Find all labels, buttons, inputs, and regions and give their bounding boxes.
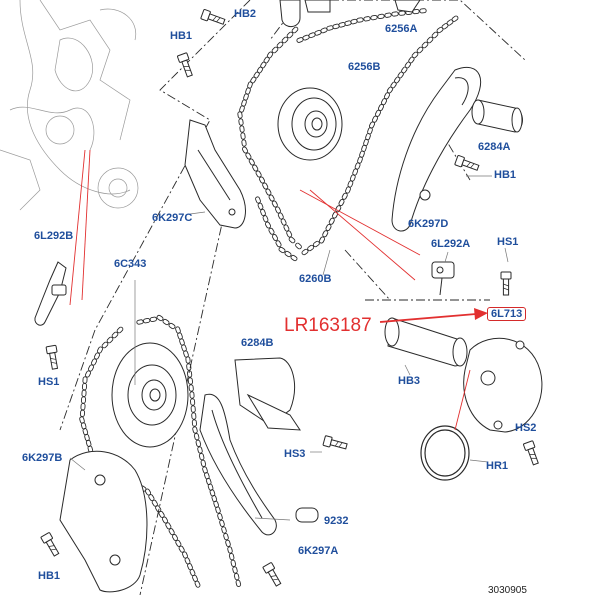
- callout-6l292a: 6L292A: [431, 238, 471, 250]
- callout-hs1-right: HS1: [497, 236, 519, 248]
- callout-6k297c: 6K297C: [152, 212, 193, 224]
- sensor-6l292a: [431, 261, 455, 296]
- callout-6256b: 6256B: [348, 61, 381, 73]
- callout-6k297a: 6K297A: [298, 545, 339, 557]
- callout-6260b: 6260B: [299, 273, 332, 285]
- callout-hr1: HR1: [486, 460, 509, 472]
- chain-guide-6k297a: [199, 393, 277, 536]
- callout-hb1-bottom: HB1: [38, 570, 61, 582]
- engine-block-sketch: [0, 0, 139, 211]
- callout-6l292b: 6L292B: [34, 230, 74, 242]
- sensor-6l292b: [34, 261, 67, 326]
- bolt-hb1-top: [176, 52, 196, 79]
- bolt-hb1-bottom: [40, 531, 62, 558]
- tensioner-6284a: [471, 99, 523, 133]
- sprocket-6256b: [277, 87, 343, 161]
- guide-6k297c: [184, 119, 246, 229]
- o-ring-hr1: [420, 425, 470, 481]
- plug-9232: [295, 507, 319, 523]
- bolt-bottom: [262, 561, 284, 588]
- bolt-hs2: [522, 440, 542, 467]
- callout-6284b: 6284B: [241, 337, 274, 349]
- housing-6l713: [463, 337, 543, 433]
- callout-6k297b: 6K297B: [22, 452, 63, 464]
- bolt-hs1-left: [45, 344, 61, 371]
- callout-hs3: HS3: [284, 448, 306, 460]
- bolt-hs1-right: [500, 271, 512, 296]
- cover-6k297b: [59, 450, 148, 593]
- reference-lines: [69, 175, 509, 521]
- callout-9232: 9232: [324, 515, 349, 527]
- bolt-hs3: [322, 435, 349, 452]
- callout-6284a: 6284A: [478, 141, 511, 153]
- chain-rail-6256a: [279, 0, 421, 27]
- bolt-hb2: [200, 8, 227, 28]
- callout-hs2: HS2: [515, 422, 537, 434]
- assembly-outline: [59, 0, 526, 596]
- callout-hb3: HB3: [398, 375, 421, 387]
- bolt-hb1-right: [454, 154, 481, 174]
- chain-guide-6k297d: [391, 66, 482, 232]
- callout-hb2: HB2: [234, 8, 257, 20]
- red-markup-lines: [69, 149, 471, 431]
- part-number-annotation: LR163187: [284, 315, 372, 336]
- red-arrow: [379, 308, 488, 323]
- callout-6l713: 6L713: [487, 307, 527, 321]
- callout-hb1-right: HB1: [494, 169, 517, 181]
- solenoid-hb3: [384, 317, 468, 367]
- callout-6c343: 6C343: [114, 258, 147, 270]
- sprocket-6c343: [111, 342, 189, 448]
- callout-hb1-top: HB1: [170, 30, 193, 42]
- callout-hs1-left: HS1: [38, 376, 60, 388]
- tensioner-6284b: [234, 357, 301, 431]
- callout-6256a: 6256A: [385, 23, 418, 35]
- figure-reference: 3030905: [488, 585, 527, 596]
- callout-6k297d: 6K297D: [408, 218, 449, 230]
